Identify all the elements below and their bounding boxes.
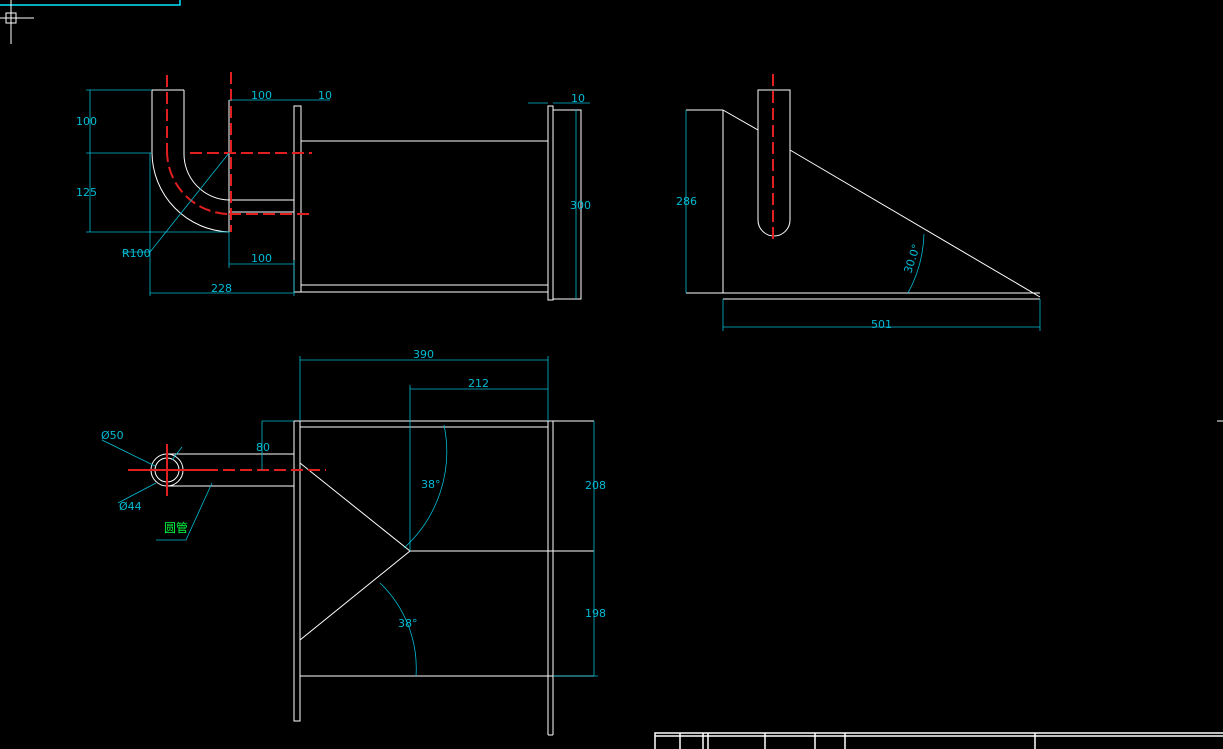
dim-angle-30: 30.0° (901, 242, 923, 275)
dim-80: 80 (256, 441, 270, 454)
top-view-geometry[interactable] (150, 420, 594, 736)
dim-dia50: Ø50 (101, 429, 124, 442)
dim-198: 198 (585, 607, 606, 620)
dim-angle-38-bottom: 38° (398, 617, 418, 630)
dim-dia44: Ø44 (119, 500, 142, 513)
top-view-notes: 圆管 (164, 520, 188, 535)
dim-390: 390 (413, 348, 434, 361)
dim-angle-38-top: 38° (421, 478, 441, 491)
dim-10-b: 10 (571, 92, 585, 105)
note-round-tube: 圆管 (164, 520, 188, 535)
front-view-dimension-text: 100 10 100 125 R100 100 228 10 300 (76, 89, 591, 295)
side-view-geometry[interactable] (686, 89, 1041, 300)
side-view-dimension-text: 286 501 30.0° (676, 195, 923, 331)
top-view-dimensions (101, 356, 598, 677)
front-view-centerlines (165, 72, 312, 232)
dim-125: 125 (76, 186, 97, 199)
top-view-centerlines (128, 444, 326, 496)
top-view-dimension-text: 390 212 80 Ø50 Ø44 38° 38° 208 198 (101, 348, 606, 630)
dim-501: 501 (871, 318, 892, 331)
dim-286: 286 (676, 195, 697, 208)
drawing-frame (0, 0, 181, 6)
dim-208: 208 (585, 479, 606, 492)
dim-300: 300 (570, 199, 591, 212)
front-view-dimensions (86, 89, 590, 299)
title-block[interactable] (654, 732, 1223, 749)
front-view-geometry[interactable] (151, 89, 582, 301)
dim-228: 228 (211, 282, 232, 295)
dim-100-top: 100 (251, 89, 272, 102)
dim-r100: R100 (122, 247, 151, 260)
crosshair-icon[interactable] (0, 0, 34, 44)
dim-100-bottom: 100 (251, 252, 272, 265)
dim-100-left: 100 (76, 115, 97, 128)
side-view-dimensions (685, 110, 1041, 331)
dim-10-a: 10 (318, 89, 332, 102)
dim-212: 212 (468, 377, 489, 390)
